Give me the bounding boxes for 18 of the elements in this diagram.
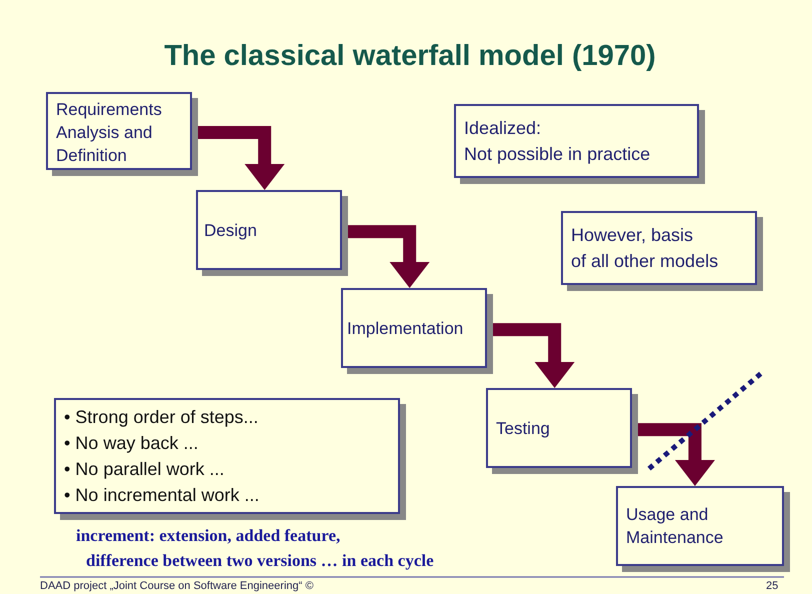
note-text: difference between two versions … in each cycle [86, 550, 434, 572]
page-number: 25 [766, 580, 778, 593]
box-text: Design [204, 220, 258, 242]
title: The classical waterfall model (1970) [163, 39, 657, 74]
bullet-item: • Strong order of steps... [64, 406, 260, 429]
box-text: Usage and Maintenance [626, 504, 724, 549]
box-text: Requirements Analysis and Definition [56, 99, 163, 167]
bullet-item: • No way back ... [64, 432, 200, 455]
box-text: Not possible in practice [464, 143, 652, 166]
box-text: However, basis [571, 224, 694, 247]
bullet-item: • No parallel work ... [64, 458, 226, 481]
box-text: Testing [496, 418, 551, 440]
note-text: increment: extension, added feature, [76, 525, 340, 547]
bullet-item: • No incremental work ... [64, 484, 260, 507]
box-text: of all other models [571, 250, 720, 273]
box-text: Implementation [347, 318, 464, 340]
footer-text: DAAD project „Joint Course on Software Engineering“ © [40, 580, 314, 593]
box-text: Idealized: [464, 117, 542, 140]
